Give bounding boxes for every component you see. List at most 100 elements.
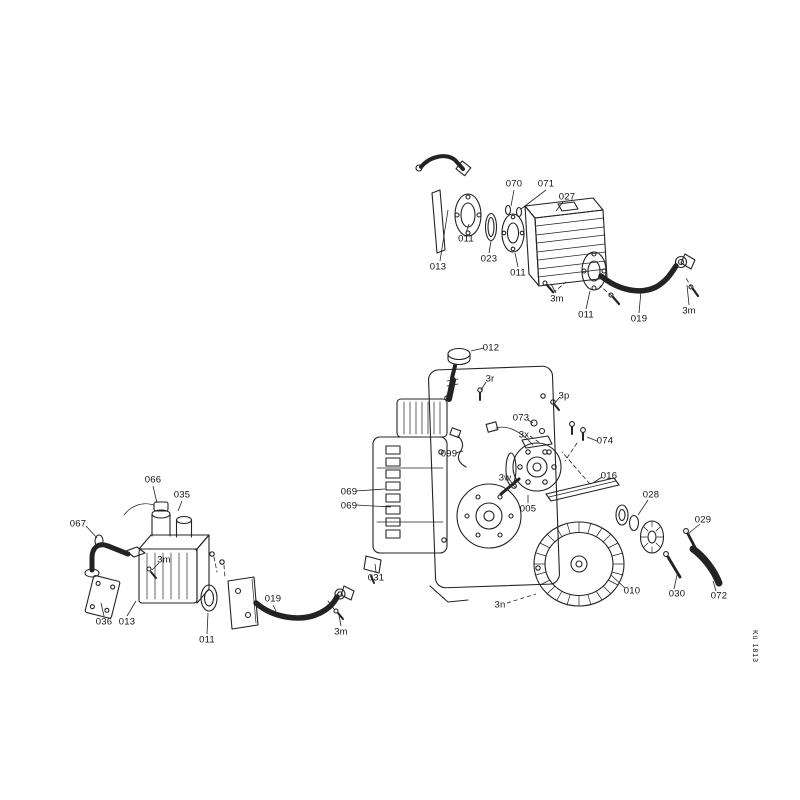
leader-line xyxy=(510,189,515,207)
screw-3m-valve xyxy=(146,566,157,579)
part-label: 028 xyxy=(642,489,660,501)
bolt-3r xyxy=(477,387,483,401)
leader-line xyxy=(509,479,514,486)
leader-line xyxy=(152,485,158,504)
gas-valve-assembly xyxy=(84,501,355,630)
part-label: 3n xyxy=(494,599,506,611)
bracket-031 xyxy=(363,555,382,584)
hose-fitting-bottom xyxy=(334,585,355,601)
plate-036 xyxy=(84,575,121,619)
part-label: 069 xyxy=(340,486,358,498)
blower-housing xyxy=(456,483,522,549)
small-parts-073 xyxy=(530,419,546,435)
part-label: 3m xyxy=(550,293,564,305)
part-label: 035 xyxy=(173,489,191,501)
o-ring-outlet xyxy=(200,584,218,612)
part-label: 3w xyxy=(498,472,512,484)
leader-line xyxy=(553,397,560,405)
louver-fins xyxy=(385,445,401,539)
screw-3m-hose xyxy=(327,600,344,620)
leader-line xyxy=(488,240,492,254)
part-label: 071 xyxy=(537,178,555,190)
part-label: 3m xyxy=(334,626,348,638)
leader-line xyxy=(455,450,464,454)
leader-line xyxy=(177,500,183,512)
part-label: 019 xyxy=(630,313,648,325)
part-label: 029 xyxy=(694,514,712,526)
mounting-plate xyxy=(431,189,446,254)
part-label: 027 xyxy=(558,191,576,203)
fuel-hose-bottom xyxy=(253,594,340,621)
leader-line xyxy=(480,381,487,391)
leader-line xyxy=(686,284,690,306)
burner-motor-assembly xyxy=(415,154,700,306)
leader-line xyxy=(527,419,534,424)
slotted-wheel-028 xyxy=(639,520,665,554)
part-label: 070 xyxy=(505,178,523,190)
inlet-pipe xyxy=(84,534,146,578)
part-label: 011 xyxy=(458,233,474,245)
part-label: 036 xyxy=(95,616,113,628)
leader-line xyxy=(555,201,564,212)
leader-line xyxy=(637,499,649,516)
fuel-hose-top xyxy=(598,263,679,294)
leader-line xyxy=(688,523,701,534)
part-label: 016 xyxy=(600,470,618,482)
leader-line xyxy=(673,574,678,590)
screw-3m-right xyxy=(685,277,700,298)
leader-line xyxy=(439,209,449,262)
spacer-rings xyxy=(615,504,640,532)
boiler-body-assembly xyxy=(363,347,723,607)
part-label: 067 xyxy=(69,518,87,530)
fan-wheel xyxy=(533,521,625,607)
pump-flange xyxy=(499,435,562,496)
leader-line xyxy=(514,252,519,268)
leader-line xyxy=(506,593,537,604)
part-label: 3m xyxy=(682,305,696,317)
leader-line xyxy=(355,488,386,492)
back-plate xyxy=(428,365,560,589)
leader-line xyxy=(638,290,642,314)
pin-030 xyxy=(663,551,682,579)
part-label: 3p xyxy=(558,390,570,402)
part-label: 005 xyxy=(519,503,537,515)
part-label: 030 xyxy=(668,588,686,600)
part-label: 011 xyxy=(578,309,594,321)
leader-line xyxy=(586,436,598,442)
part-label: 072 xyxy=(710,590,728,602)
part-label: 099 xyxy=(440,448,458,460)
leader-line xyxy=(470,347,485,352)
part-label: 069 xyxy=(340,500,358,512)
screw-3m-mid xyxy=(599,285,621,306)
part-label: 023 xyxy=(480,253,498,265)
part-label: 074 xyxy=(596,435,614,447)
part-label: 010 xyxy=(623,585,641,597)
filler-cap xyxy=(447,347,471,366)
leader-line xyxy=(585,290,591,310)
drawing-number: Kü 1813 xyxy=(751,630,758,664)
leader-line xyxy=(465,223,470,234)
hose-fitting-top xyxy=(674,253,696,270)
part-label: 013 xyxy=(118,616,136,628)
leader-line xyxy=(100,602,105,617)
rear-flange xyxy=(581,251,607,291)
leader-line xyxy=(529,435,541,444)
flange-screws xyxy=(209,551,226,578)
handle-tube xyxy=(419,154,465,171)
part-label: 019 xyxy=(264,593,282,605)
outlet-bracket xyxy=(227,576,259,630)
leader-line xyxy=(85,525,98,539)
part-label: 3m xyxy=(157,554,171,566)
fuel-tank xyxy=(372,398,448,554)
part-label: 066 xyxy=(144,474,162,486)
pump-flange-front xyxy=(501,213,525,253)
leader-line xyxy=(592,476,603,484)
part-label: 031 xyxy=(367,572,385,584)
leader-line xyxy=(151,562,160,571)
leader-line xyxy=(355,504,392,508)
part-label: 3r xyxy=(485,373,495,385)
tube-072 xyxy=(689,545,723,587)
part-label: 073 xyxy=(512,412,530,424)
